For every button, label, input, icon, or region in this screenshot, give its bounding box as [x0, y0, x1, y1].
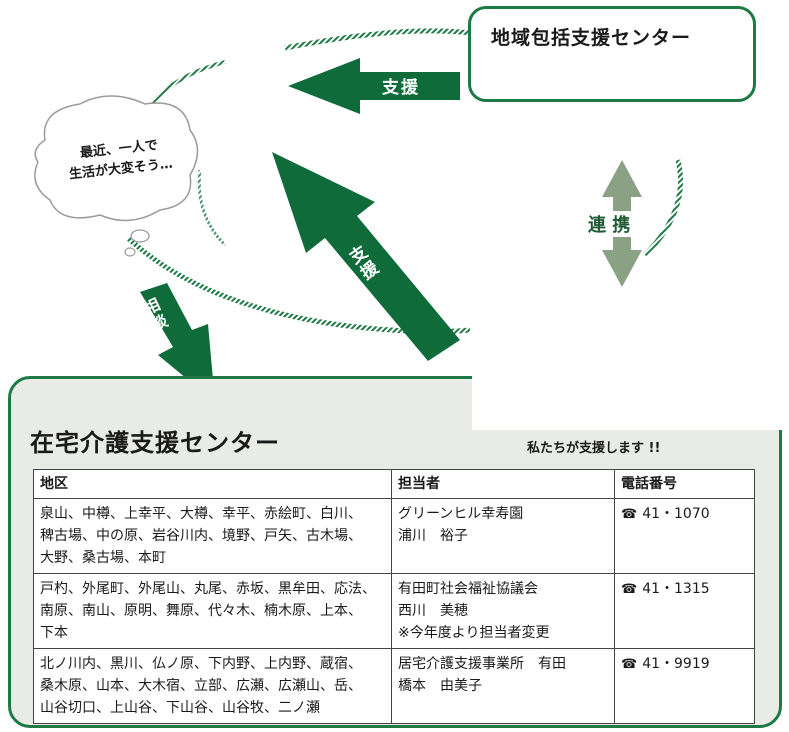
table-header-row: 地区 担当者 電話番号: [33, 469, 755, 499]
community-center-title: 地域包括支援センター: [491, 27, 692, 49]
staff-line: 有田町社会福祉協議会: [398, 581, 538, 597]
area-line: 大野、桑古場、本町: [40, 550, 166, 566]
header-staff: 担当者: [391, 469, 615, 499]
phone-number: 41・9919: [642, 656, 710, 672]
staff-line: グリーンヒル幸寿園: [398, 506, 524, 522]
thought-bubble: [34, 95, 199, 257]
consult-arrow: [140, 283, 215, 402]
header-phone: 電話番号: [614, 469, 755, 499]
area-line: 山谷切口、上山谷、下山谷、山谷牧、二ノ瀬: [40, 700, 320, 716]
area-line: 泉山、中樽、上幸平、大樽、幸平、赤絵町、白川、: [40, 506, 362, 522]
staff-line: 居宅介護支援事業所 有田: [398, 656, 566, 672]
table-row: 戸杓、外尾町、外尾山、丸尾、赤坂、黒牟田、応法、 南原、南山、原明、舞原、代々木…: [33, 573, 755, 649]
staff-line: 浦川 裕子: [398, 528, 468, 544]
panel-cutout: [472, 376, 789, 430]
phone-cell: ☎ 41・9919: [614, 648, 755, 724]
support-arrow-diagonal: [272, 152, 460, 361]
staff-note: ※今年度より担当者変更: [398, 625, 550, 641]
orbit-arc-top: [284, 28, 471, 51]
contact-table: 地区 担当者 電話番号 泉山、中樽、上幸平、大樽、幸平、赤絵町、白川、 稗古場、…: [33, 469, 755, 724]
area-line: 南原、南山、原明、舞原、代々木、楠木原、上本、: [40, 603, 362, 619]
support-label-top: 支援: [382, 78, 420, 98]
staff-cell: 有田町社会福祉協議会 西川 美穂 ※今年度より担当者変更: [391, 573, 615, 649]
header-area: 地区: [33, 469, 392, 499]
orbit-arc-top-left: [148, 60, 226, 107]
telephone-icon: ☎: [621, 657, 638, 672]
area-line: 戸杓、外尾町、外尾山、丸尾、赤坂、黒牟田、応法、: [40, 581, 376, 597]
area-line: 下本: [40, 625, 68, 641]
staff-cell: 居宅介護支援事業所 有田 橋本 由美子: [391, 648, 615, 724]
staff-line: 橋本 由美子: [398, 678, 482, 694]
telephone-icon: ☎: [621, 507, 638, 522]
area-line: 北ノ川内、黒川、仏ノ原、下内野、上内野、蔵宿、: [40, 656, 362, 672]
phone-number: 41・1070: [642, 506, 710, 522]
area-cell: 戸杓、外尾町、外尾山、丸尾、赤坂、黒牟田、応法、 南原、南山、原明、舞原、代々木…: [33, 573, 392, 649]
area-cell: 北ノ川内、黒川、仏ノ原、下内野、上内野、蔵宿、 桑木原、山本、大木宿、立部、広瀬…: [33, 648, 392, 724]
support-arrow-top: [288, 58, 460, 114]
staff-cell: グリーンヒル幸寿園 浦川 裕子: [391, 498, 615, 574]
area-line: 稗古場、中の原、岩谷川内、境野、戸矢、古木場、: [40, 528, 362, 544]
phone-cell: ☎ 41・1315: [614, 573, 755, 649]
orbit-arc-left: [197, 169, 227, 247]
table-row: 北ノ川内、黒川、仏ノ原、下内野、上内野、蔵宿、 桑木原、山本、大木宿、立部、広瀬…: [33, 648, 755, 724]
area-cell: 泉山、中樽、上幸平、大樽、幸平、赤絵町、白川、 稗古場、中の原、岩谷川内、境野、…: [33, 498, 392, 574]
phone-number: 41・1315: [642, 581, 710, 597]
community-support-center-box: 地域包括支援センター: [468, 6, 756, 102]
telephone-icon: ☎: [621, 582, 638, 597]
home-care-center-title: 在宅介護支援センター: [30, 429, 280, 457]
cooperation-label: 連 携: [586, 211, 633, 237]
table-row: 泉山、中樽、上幸平、大樽、幸平、赤絵町、白川、 稗古場、中の原、岩谷川内、境野、…: [33, 498, 755, 574]
phone-cell: ☎ 41・1070: [614, 498, 755, 574]
tagline: 私たちが支援します !!: [527, 441, 661, 456]
area-line: 桑木原、山本、大木宿、立部、広瀬、広瀬山、岳、: [40, 678, 362, 694]
staff-line: 西川 美穂: [398, 603, 468, 619]
